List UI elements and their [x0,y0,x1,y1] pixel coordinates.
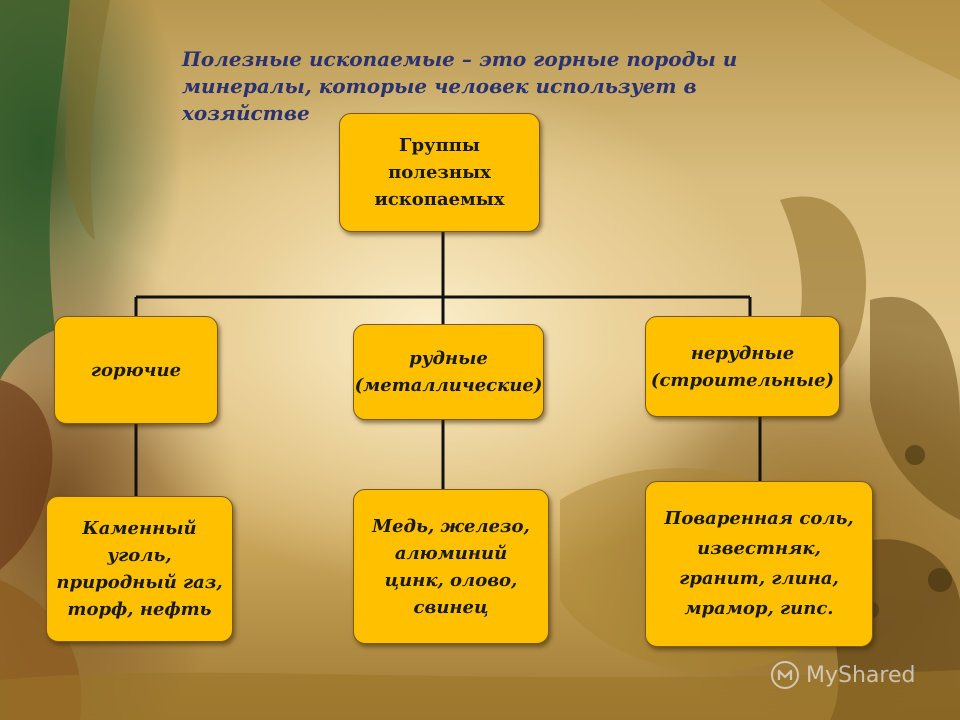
watermark-text: MyShared [806,662,916,688]
examples-node-nonmetallic: Поваренная соль, известняк, гранит, глин… [645,481,873,647]
examples-node-fuel: Каменный уголь, природный газ, торф, неф… [46,496,233,642]
category-node-nonmetallic: нерудные (строительные) [645,316,840,417]
category-node-fuel: горючие [54,316,218,424]
category-node-ore: рудные (металлические) [353,324,544,420]
examples-node-ore: Медь, железо, алюминий цинк, олово, свин… [353,489,549,644]
myshared-logo-icon [771,661,799,689]
myshared-watermark: MyShared [770,660,915,690]
root-node-mineral-groups: Группы полезных ископаемых [339,113,540,232]
slide-title: Полезные ископаемые – это горные породы … [182,47,738,125]
